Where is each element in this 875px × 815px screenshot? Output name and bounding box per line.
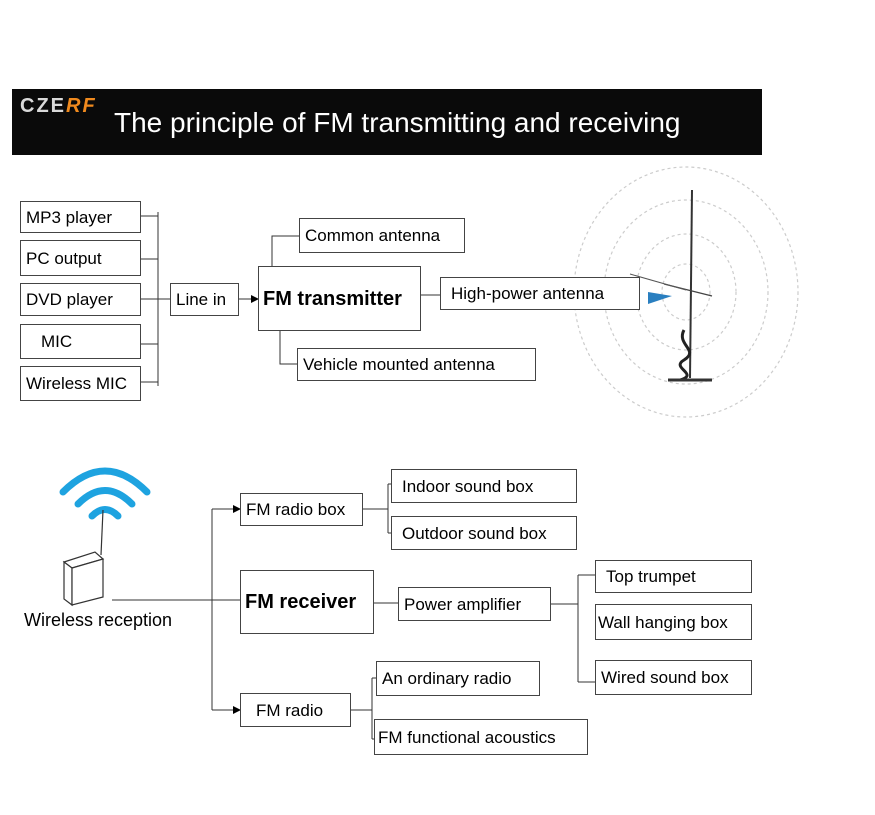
source-dvd: DVD player: [20, 283, 141, 316]
source-wireless-mic: Wireless MIC: [20, 366, 141, 401]
outdoor-sound-box: Outdoor sound box: [391, 516, 577, 550]
czerf-logo: CZERF: [20, 95, 97, 118]
power-amplifier-box: Power amplifier: [398, 587, 551, 621]
line-in-box: Line in: [170, 283, 239, 316]
wireless-reception-label: Wireless reception: [24, 610, 173, 630]
fm-transmitter-box: FM transmitter: [258, 266, 421, 331]
fm-radio-box: FM radio box: [240, 493, 363, 526]
fm-functional-acoustics-box: FM functional acoustics: [374, 719, 588, 755]
wired-sound-box: Wired sound box: [595, 660, 752, 695]
vehicle-antenna-box: Vehicle mounted antenna: [297, 348, 536, 381]
wifi-icon: [59, 467, 151, 520]
source-mic: MIC: [20, 324, 141, 359]
common-antenna-box: Common antenna: [299, 218, 465, 253]
wall-hanging-box: Wall hanging box: [595, 604, 752, 640]
source-mp3: MP3 player: [20, 201, 141, 233]
ordinary-radio-box: An ordinary radio: [376, 661, 540, 696]
fm-receiver-box: FM receiver: [240, 570, 374, 634]
logo-text-cz: CZE: [20, 95, 66, 117]
receiver-device-icon: [62, 509, 105, 607]
source-pc: PC output: [20, 240, 141, 276]
high-power-antenna-box: High-power antenna: [440, 277, 640, 310]
antenna-icon: [573, 166, 799, 418]
title-banner: CZERF The principle of FM transmitting a…: [12, 89, 762, 155]
fm-radio-box-small: FM radio: [240, 693, 351, 727]
top-trumpet-box: Top trumpet: [595, 560, 752, 593]
page-title: The principle of FM transmitting and rec…: [114, 107, 681, 138]
indoor-sound-box: Indoor sound box: [391, 469, 577, 503]
logo-text-rf: RF: [66, 95, 97, 117]
